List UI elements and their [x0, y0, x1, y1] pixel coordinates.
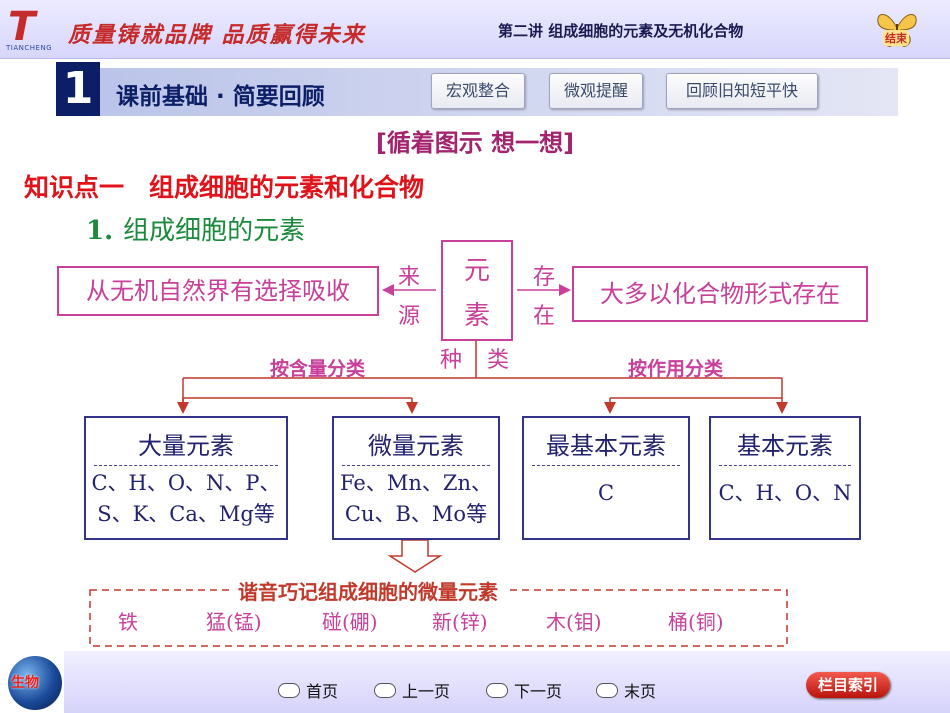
cloud-icon	[278, 683, 300, 698]
section-number: 1	[56, 62, 100, 116]
nav-last-page[interactable]: 末页	[596, 678, 656, 702]
knowledge-point-heading: 知识点一 组成细胞的元素和化合物	[24, 173, 425, 202]
item-text: 组成细胞的元素	[123, 216, 306, 246]
nav-label: 首页	[306, 682, 339, 701]
globe-icon: 生物	[8, 656, 62, 710]
source-label-1: 来	[398, 265, 421, 290]
mnemonic-item: 碰(硼)	[322, 610, 378, 634]
box-line: Fe、Mn、Zn、	[340, 471, 492, 495]
box-title: 基本元素	[737, 432, 833, 460]
end-button[interactable]: 结束	[874, 8, 920, 50]
mnemonic-item: 猛(锰)	[206, 610, 262, 634]
index-button[interactable]: 栏目索引	[806, 672, 890, 698]
cloud-icon	[486, 683, 508, 698]
classify-by-function: 按作用分类	[628, 358, 724, 380]
box-line: C、H、O、N、P、	[91, 471, 281, 495]
item-number: 1.	[86, 216, 114, 246]
category-label-1: 种	[440, 348, 463, 373]
box-line: S、K、Ca、Mg等	[97, 502, 275, 526]
existence-label-2: 在	[533, 304, 556, 329]
major-elements-box: 大量元素 C、H、O、N、P、 S、K、Ca、Mg等	[84, 416, 288, 540]
mnemonic-item: 桶(铜)	[668, 610, 724, 634]
logo-text: TIANCHENG	[6, 44, 53, 52]
mnemonic-item: 新(锌)	[432, 610, 488, 634]
box-title: 大量元素	[138, 432, 234, 460]
trace-elements-box: 微量元素 Fe、Mn、Zn、 Cu、B、Mo等	[332, 416, 500, 540]
box-title: 微量元素	[368, 432, 464, 460]
source-box: 从无机自然界有选择吸收	[57, 266, 379, 316]
nav-next-page[interactable]: 下一页	[486, 678, 562, 702]
cloud-icon	[596, 683, 618, 698]
section-title: 课前基础 · 简要回顾	[116, 84, 325, 110]
source-label-2: 源	[398, 304, 421, 329]
nav-first-page[interactable]: 首页	[278, 678, 338, 702]
cloud-icon	[374, 683, 396, 698]
most-basic-element-box: 最基本元素 C	[522, 416, 690, 540]
existence-box: 大多以化合物形式存在	[572, 266, 868, 322]
existence-label-1: 存	[533, 265, 556, 290]
tiancheng-logo: T TIANCHENG	[6, 4, 53, 52]
category-label-2: 类	[487, 348, 510, 373]
box-line: C、H、O、N	[718, 481, 852, 505]
subtitle: [循着图示 想一想]	[375, 129, 575, 157]
mnemonic-title: 谐音巧记组成细胞的微量元素	[230, 576, 506, 605]
item-heading: 1. 组成细胞的元素	[86, 210, 305, 247]
box-line: C	[597, 481, 615, 505]
center-char-2: 素	[463, 301, 490, 331]
tab-macro-integration[interactable]: 宏观整合	[431, 73, 525, 109]
center-char-1: 元	[463, 256, 490, 286]
nav-label: 下一页	[514, 682, 563, 701]
footer-bar	[64, 651, 950, 713]
element-center-box: 元 素	[441, 240, 513, 341]
nav-prev-page[interactable]: 上一页	[374, 678, 450, 702]
box-title: 最基本元素	[546, 432, 666, 460]
lecture-title: 第二讲 组成细胞的元素及无机化合物	[498, 22, 744, 40]
nav-label: 上一页	[402, 682, 451, 701]
mnemonic-item: 铁	[118, 610, 138, 634]
hollow-down-arrow	[387, 539, 443, 573]
header-bar	[0, 0, 950, 59]
mnemonic-item: 木(钼)	[546, 610, 602, 634]
end-label: 结束	[883, 30, 909, 46]
slogan: 质量铸就品牌 品质赢得未来	[68, 22, 366, 48]
nav-label: 末页	[624, 682, 657, 701]
tab-micro-reminder[interactable]: 微观提醒	[549, 73, 643, 109]
classify-by-content: 按含量分类	[270, 358, 366, 380]
tab-review-old-knowledge[interactable]: 回顾旧知短平快	[666, 73, 818, 109]
subject-label: 生物	[11, 675, 39, 691]
box-line: Cu、B、Mo等	[344, 502, 488, 526]
basic-elements-box: 基本元素 C、H、O、N	[709, 416, 861, 540]
